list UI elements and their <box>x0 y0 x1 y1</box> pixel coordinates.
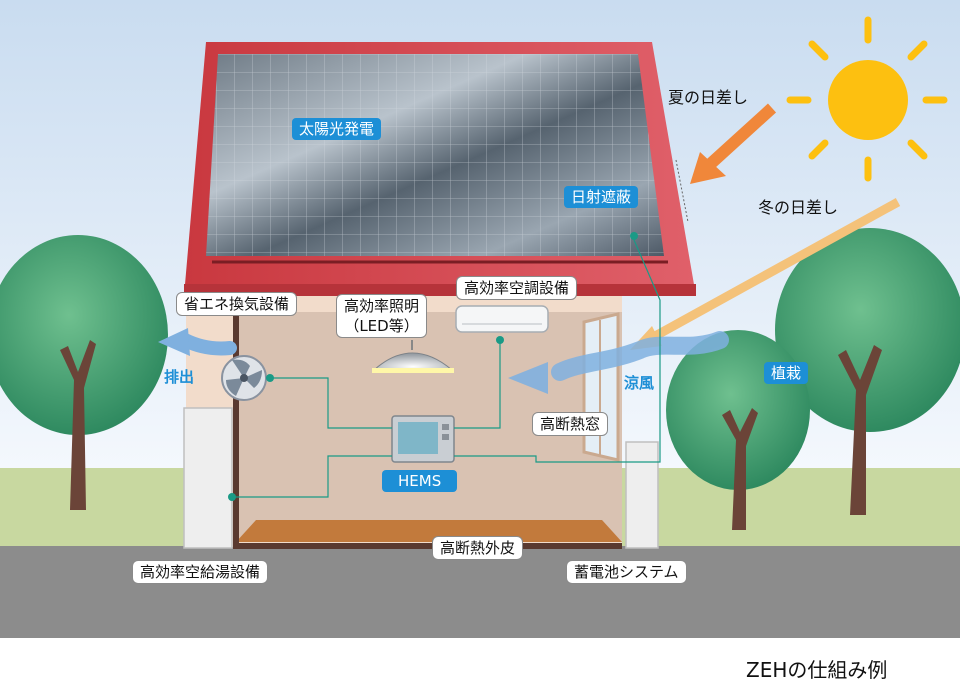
fan-icon <box>221 355 267 401</box>
label-solar: 太陽光発電 <box>292 118 382 140</box>
solar-panel-grid <box>206 54 664 256</box>
hems-connectors <box>232 239 661 498</box>
connector-dots <box>228 232 638 501</box>
caption-band <box>0 638 960 688</box>
caption: ZEHの仕組み例 <box>746 658 888 682</box>
label-hems: HEMS <box>382 470 458 492</box>
exhaust-arrow <box>158 328 237 356</box>
label-water-heater: 高効率空給湯設備 <box>132 560 269 584</box>
label-summer-sun: 夏の日差し <box>668 88 749 107</box>
floor <box>236 520 622 542</box>
water-heater-unit <box>183 407 233 549</box>
shading-line <box>675 159 689 223</box>
label-battery: 蓄電池システム <box>566 560 687 584</box>
label-window: 高断熱窓 <box>532 412 609 436</box>
left-tree <box>0 235 168 510</box>
label-cool-breeze: 涼風 <box>624 374 655 392</box>
label-planting: 植栽 <box>764 362 809 384</box>
sun <box>786 16 948 182</box>
label-lighting-line2: （LED等） <box>344 317 419 335</box>
summer-sun-arrow <box>690 103 777 184</box>
label-lighting: 高効率照明 （LED等） <box>336 294 428 338</box>
label-winter-sun: 冬の日差し <box>758 198 839 217</box>
battery-unit <box>625 441 659 549</box>
cool-breeze-arrow <box>508 331 729 394</box>
hems-monitor <box>391 415 455 463</box>
label-ventilation: 省エネ換気設備 <box>176 292 298 316</box>
label-envelope: 高断熱外皮 <box>432 536 524 560</box>
label-lighting-line1: 高効率照明 <box>344 297 420 315</box>
label-aircon: 高効率空調設備 <box>456 276 578 300</box>
high-insulation-window <box>582 312 620 462</box>
label-shading: 日射遮蔽 <box>564 186 639 208</box>
label-exhaust: 排出 <box>164 368 195 386</box>
air-conditioner <box>455 305 549 333</box>
led-lamp <box>372 340 454 373</box>
